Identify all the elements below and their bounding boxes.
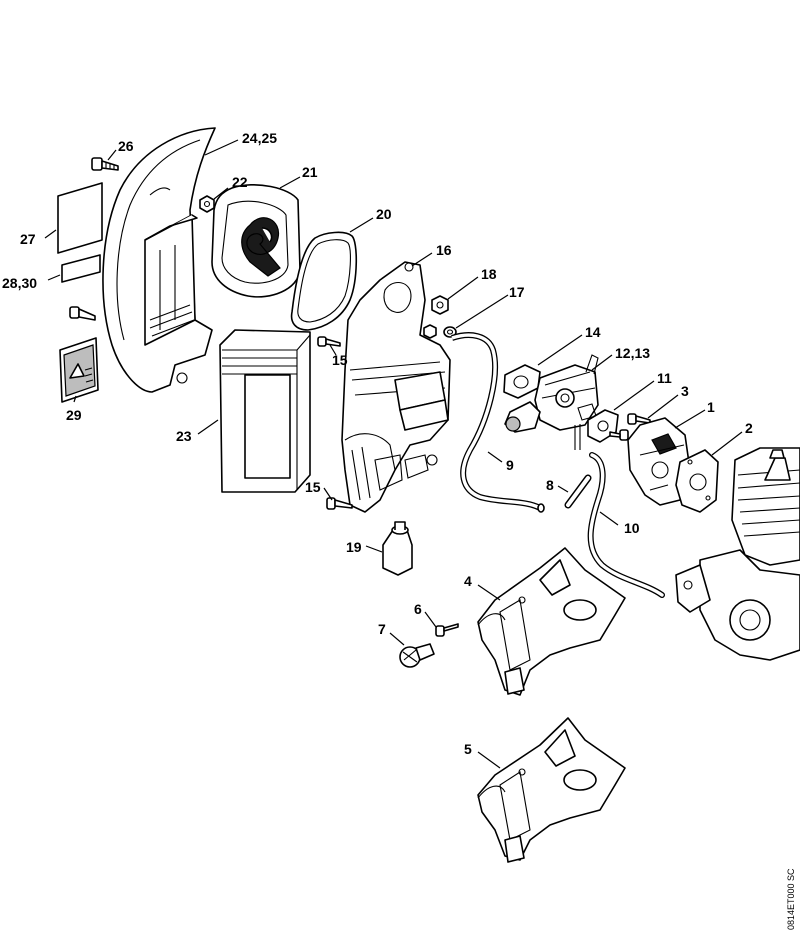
part-screws-3 <box>609 413 651 441</box>
part-engine-block <box>675 447 800 661</box>
callout-26: 26 <box>118 138 134 154</box>
part-fuel-hose-9 <box>451 332 545 513</box>
callout-11: 11 <box>657 370 672 386</box>
part-label-28 <box>61 254 101 283</box>
part-buffer-19 <box>382 521 413 576</box>
callout-12-13: 12,13 <box>615 345 650 361</box>
leader-lines <box>44 139 743 769</box>
callout-21: 21 <box>302 164 318 180</box>
callout-28-30: 28,30 <box>2 275 37 291</box>
callout-15-upper: 15 <box>332 352 348 368</box>
part-intake-manifold-1 <box>627 417 691 506</box>
callout-5: 5 <box>464 741 472 757</box>
part-screw-15-lower <box>326 497 353 510</box>
part-gasket-14 <box>503 364 541 399</box>
callout-14: 14 <box>585 324 601 340</box>
part-air-filter-23 <box>219 329 311 493</box>
part-filter-base-21 <box>211 184 301 298</box>
callout-7: 7 <box>378 621 386 637</box>
callout-10: 10 <box>624 520 640 536</box>
callout-19: 19 <box>346 539 362 555</box>
callout-18: 18 <box>481 266 497 282</box>
drawing-code: 0814ET000 SC <box>786 868 796 930</box>
callout-15-lower: 15 <box>305 479 321 495</box>
callout-labels: 26 24,25 22 21 20 27 28,30 16 18 17 15 1… <box>2 130 753 757</box>
part-shroud-5 <box>477 717 626 863</box>
part-nut-18 <box>431 295 449 315</box>
callout-23: 23 <box>176 428 192 444</box>
callout-20: 20 <box>376 206 392 222</box>
part-grommet-17 <box>443 326 457 338</box>
part-hose-8 <box>564 474 592 509</box>
part-shroud-4 <box>477 547 626 696</box>
part-screw-left <box>69 306 96 321</box>
part-nut-22 <box>199 195 215 213</box>
callout-24-25: 24,25 <box>242 130 277 146</box>
part-screw-6 <box>435 623 459 637</box>
callout-22: 22 <box>232 174 248 190</box>
callout-27: 27 <box>20 231 36 247</box>
callout-4: 4 <box>464 573 472 589</box>
part-carburetor-box-16 <box>341 261 451 513</box>
part-nut-small <box>423 324 437 339</box>
part-air-filter-cover <box>102 127 216 393</box>
callout-3: 3 <box>681 383 689 399</box>
part-screw-15-upper <box>317 336 341 347</box>
part-carburetor-12 <box>504 354 599 450</box>
callout-2: 2 <box>745 420 753 436</box>
callout-16: 16 <box>436 242 452 258</box>
callout-29: 29 <box>66 407 82 423</box>
callout-8: 8 <box>546 477 554 493</box>
part-gasket-20 <box>290 231 358 331</box>
callout-9: 9 <box>506 457 514 473</box>
part-screw-26 <box>91 157 119 171</box>
callout-17: 17 <box>509 284 525 300</box>
callout-1: 1 <box>707 399 715 415</box>
part-valve-7 <box>399 643 435 668</box>
part-gasket-2 <box>675 449 719 513</box>
part-label-27 <box>57 182 103 254</box>
part-warning-label-29 <box>59 337 99 403</box>
part-impulse-hose-10 <box>587 452 665 598</box>
callout-6: 6 <box>414 601 422 617</box>
